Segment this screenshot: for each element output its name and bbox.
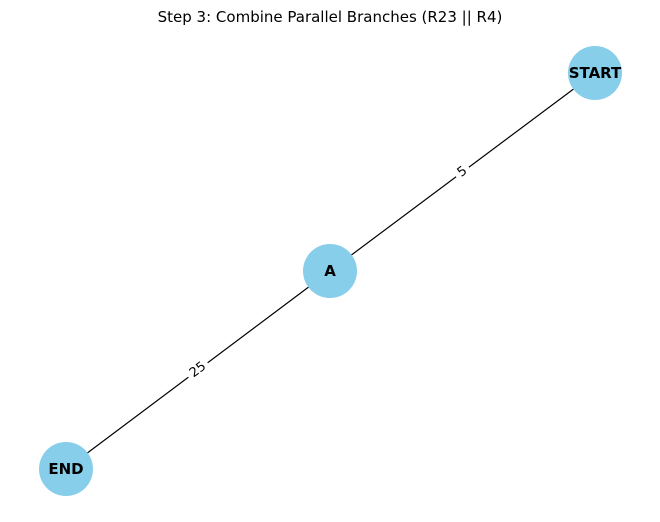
- edge-label-group-1: 25: [183, 356, 213, 384]
- edge-labels-layer: 5 25: [183, 160, 474, 384]
- node-end: [39, 442, 93, 496]
- node-label-a: A: [324, 262, 336, 280]
- node-label-start: START: [569, 64, 622, 82]
- node-label-end: END: [48, 460, 83, 478]
- edge-label-group-0: 5: [451, 160, 474, 184]
- page-title: Step 3: Combine Parallel Branches (R23 |…: [157, 8, 503, 26]
- edge-label-background: [183, 356, 213, 384]
- nodes-layer: START A END: [39, 46, 622, 496]
- node-start: [568, 46, 622, 100]
- node-a: [303, 244, 357, 298]
- edge-label-background: [451, 160, 474, 184]
